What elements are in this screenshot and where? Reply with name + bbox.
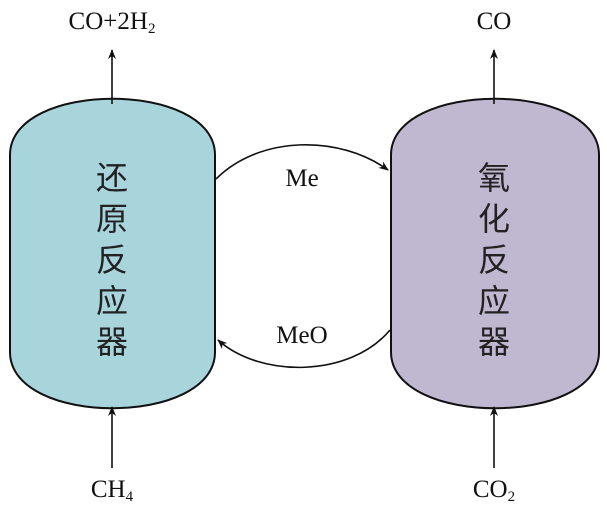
oxidizer-output-label: CO: [477, 8, 512, 36]
meo-flow-arrow: [217, 329, 391, 369]
oxidizer-input-text: CO: [472, 476, 508, 503]
reducer-label-char: 应: [95, 283, 128, 319]
reducer-output-label: CO+2H2: [69, 8, 156, 38]
oxidizer-label: 氧 化 反 应 器: [474, 158, 514, 363]
reducer-label-char: 反: [95, 242, 128, 278]
reducer-output-text: CO+2H: [68, 8, 148, 35]
me-flow-label: Me: [285, 165, 319, 192]
oxidizer-output-text: CO: [476, 8, 512, 35]
oxidizer-label-char: 器: [477, 324, 510, 360]
oxidizer-input-label: CO2: [473, 476, 515, 506]
meo-flow-label: MeO: [276, 322, 328, 349]
reducer-label: 还 原 反 应 器: [92, 158, 132, 363]
oxidizer-label-char: 氧: [477, 160, 510, 196]
oxidizer-vessel: [390, 97, 600, 410]
oxidizer-input-subscript: 2: [507, 489, 516, 505]
reducer-output-subscript: 2: [147, 21, 156, 37]
reducer-label-char: 原: [95, 201, 128, 237]
oxidizer-label-char: 应: [477, 283, 510, 319]
reducer-vessel: [9, 97, 216, 410]
reducer-input-label: CH4: [91, 476, 133, 506]
oxidizer-label-char: 化: [477, 201, 510, 237]
reducer-input-subscript: 4: [125, 489, 134, 505]
reducer-input-text: CH: [90, 476, 126, 503]
reducer-label-char: 还: [95, 160, 128, 196]
me-flow-arrow: [215, 143, 389, 180]
reducer-label-char: 器: [95, 324, 128, 360]
oxidizer-label-char: 反: [477, 242, 510, 278]
